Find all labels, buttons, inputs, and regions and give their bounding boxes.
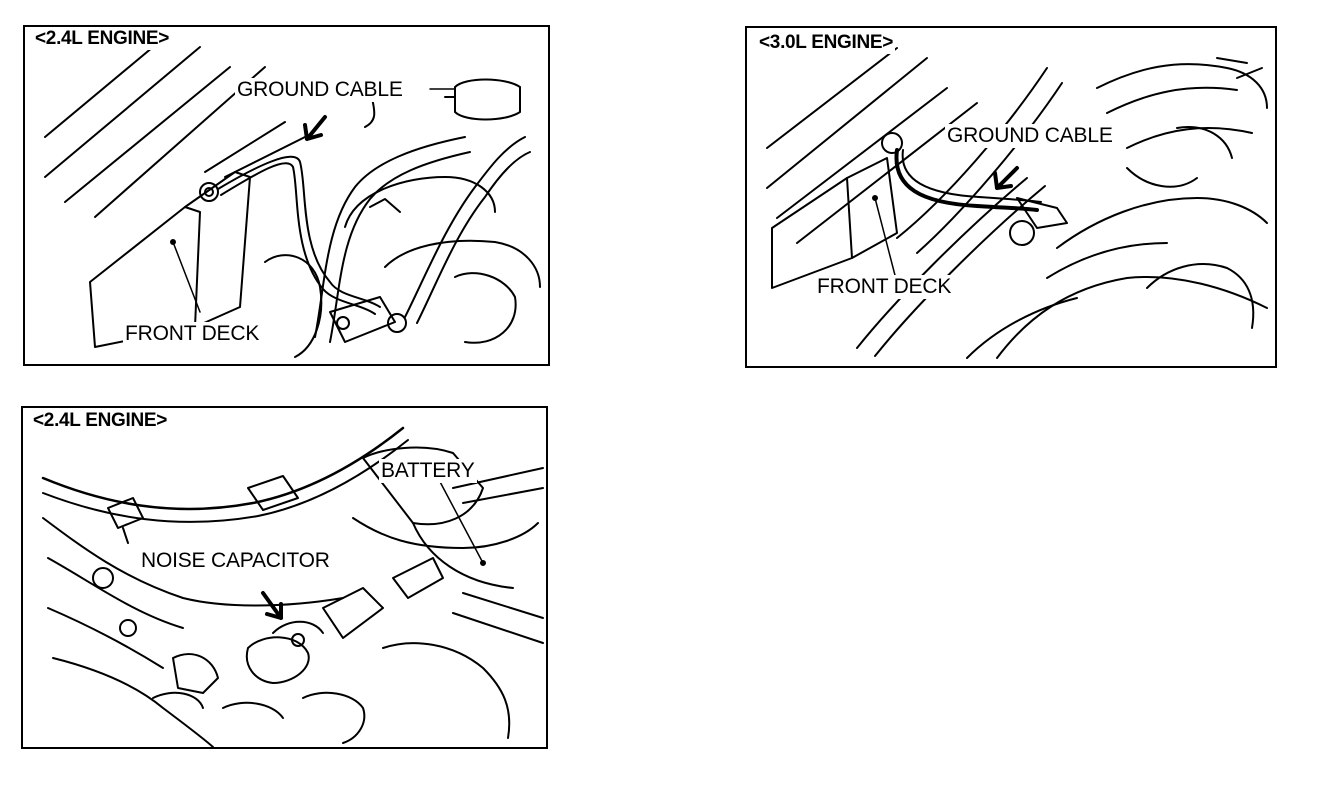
- ground-cable-label: GROUND CABLE: [945, 124, 1115, 148]
- panel-title: <3.0L ENGINE>: [757, 32, 896, 54]
- engine-bay-illustration: [41, 426, 544, 747]
- battery-label: BATTERY: [379, 459, 477, 483]
- engine-bay-illustration: [766, 47, 1268, 359]
- panel-3-0l-ground-cable: <3.0L ENGINE> GROUND CABLE FRONT DECK: [745, 26, 1277, 368]
- panel-2-4l-ground-cable: <2.4L ENGINE> GROUND CABLE FRONT DECK: [23, 25, 550, 366]
- front-deck-label: FRONT DECK: [815, 275, 954, 299]
- ground-cable-label: GROUND CABLE: [235, 78, 405, 102]
- front-deck-label: FRONT DECK: [123, 322, 262, 346]
- noise-capacitor-label: NOISE CAPACITOR: [139, 549, 332, 573]
- panel-title: <2.4L ENGINE>: [31, 410, 170, 432]
- panel-title: <2.4L ENGINE>: [33, 28, 172, 50]
- engine-bay-illustration: [44, 36, 541, 358]
- panel-2-4l-noise-capacitor: <2.4L ENGINE> BATTERY NOISE CAPACITOR: [21, 406, 548, 749]
